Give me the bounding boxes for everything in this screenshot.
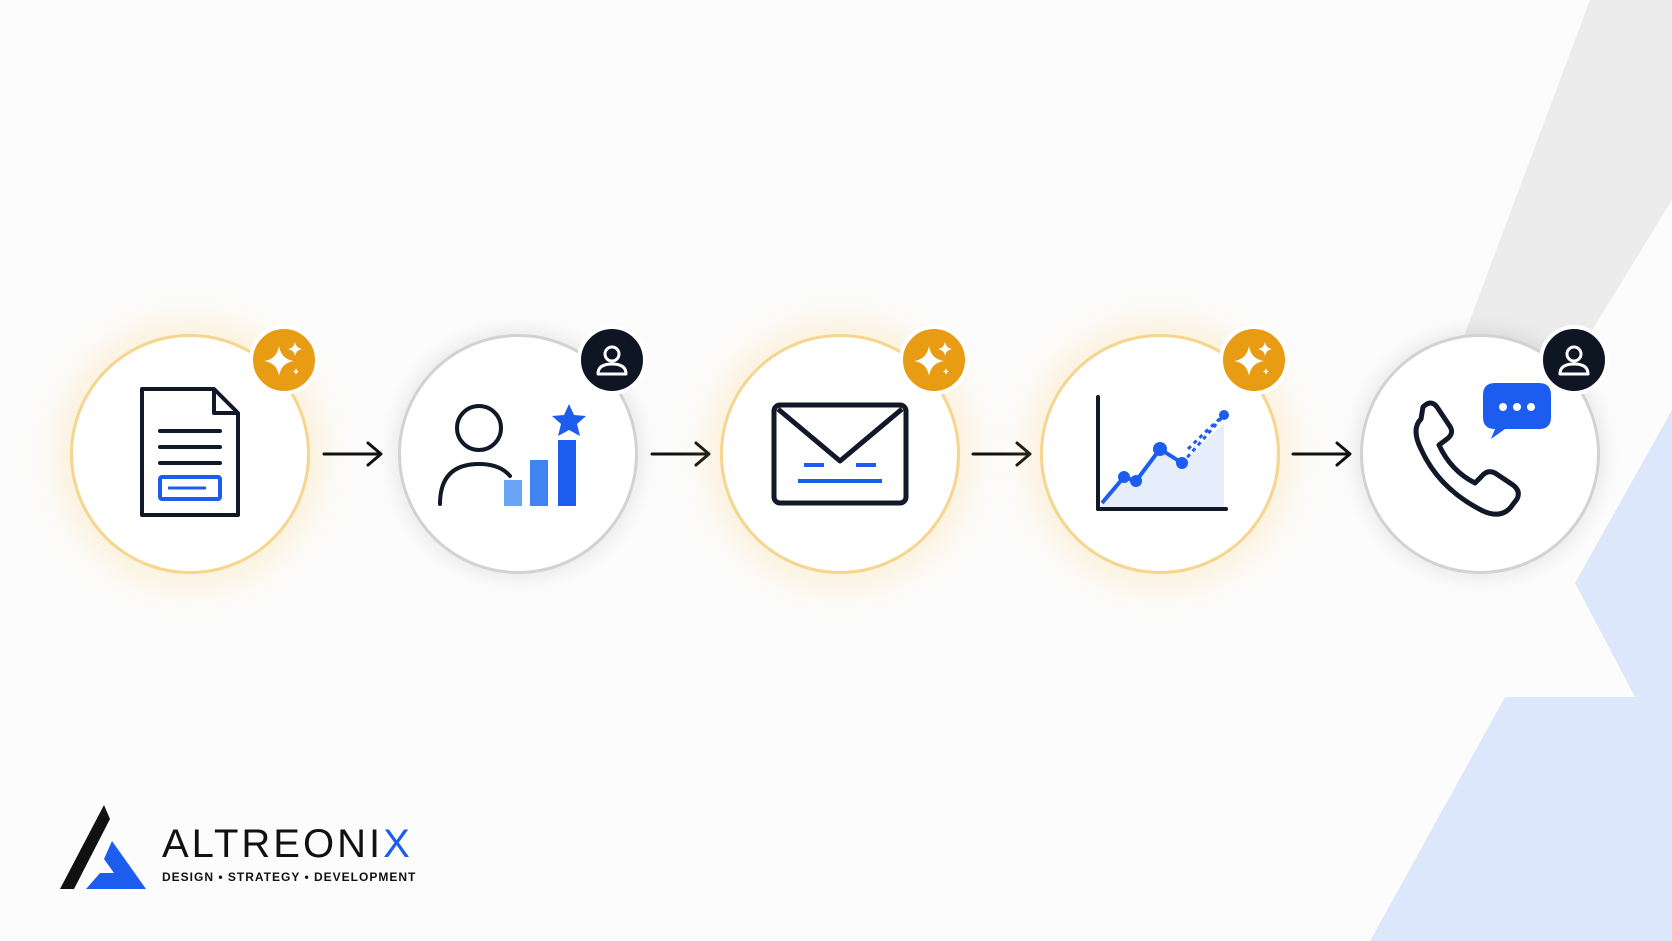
arrow-right-icon <box>650 441 711 467</box>
step-4-analytics <box>1040 325 1289 574</box>
brand-name-main: ALTREONI <box>162 822 384 866</box>
human-user-icon <box>596 345 628 376</box>
document-form-icon <box>140 387 240 517</box>
human-user-icon <box>1558 345 1590 376</box>
email-envelope-icon <box>771 402 909 506</box>
ai-sparkle-badge <box>249 325 319 395</box>
brand-name: ALTREONIX <box>162 824 413 864</box>
ai-sparkle-icon <box>264 342 302 376</box>
human-user-badge <box>1539 325 1609 395</box>
line-chart-trend-icon <box>1096 395 1229 511</box>
background-blue-shape <box>1370 410 1672 941</box>
step-3-email <box>720 325 969 574</box>
arrow-right-icon <box>971 441 1032 467</box>
step-5-sales-call <box>1360 325 1609 574</box>
step-1-document <box>70 325 319 574</box>
arrow-right-icon <box>1291 441 1352 467</box>
brand-tagline: DESIGN • STRATEGY • DEVELOPMENT <box>162 870 417 884</box>
phone-call-chat-icon <box>1413 383 1551 517</box>
brand-name-accent: X <box>383 822 413 866</box>
arrow-right-icon <box>322 441 383 467</box>
human-user-badge <box>577 325 647 395</box>
ai-sparkle-icon <box>1234 342 1272 376</box>
altreonix-logo-icon <box>60 805 146 889</box>
user-score-chart-icon <box>438 404 586 506</box>
step-2-lead-scoring <box>398 325 647 574</box>
ai-sparkle-badge <box>899 325 969 395</box>
ai-sparkle-badge <box>1219 325 1289 395</box>
ai-sparkle-icon <box>914 342 952 376</box>
